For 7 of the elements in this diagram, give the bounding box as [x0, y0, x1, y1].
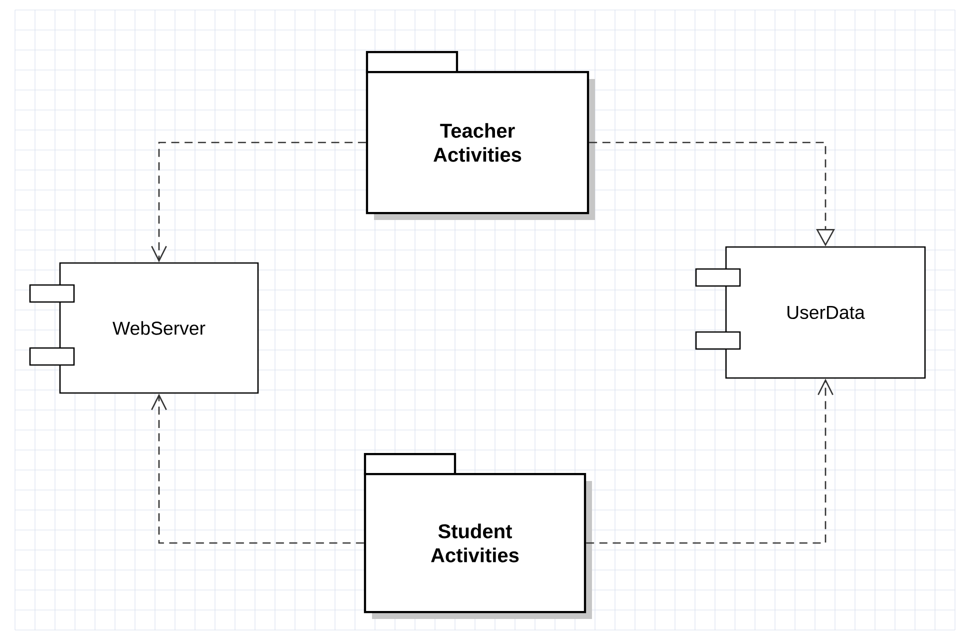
component-box: UserData — [695, 246, 926, 379]
component-box: WebServer — [29, 262, 259, 394]
dependency-arrow — [151, 394, 364, 544]
package-box: Student Activities — [364, 452, 592, 619]
package-box: Teacher Activities — [366, 50, 595, 220]
dependency-arrow — [586, 378, 834, 544]
dependency-arrow — [151, 142, 366, 262]
